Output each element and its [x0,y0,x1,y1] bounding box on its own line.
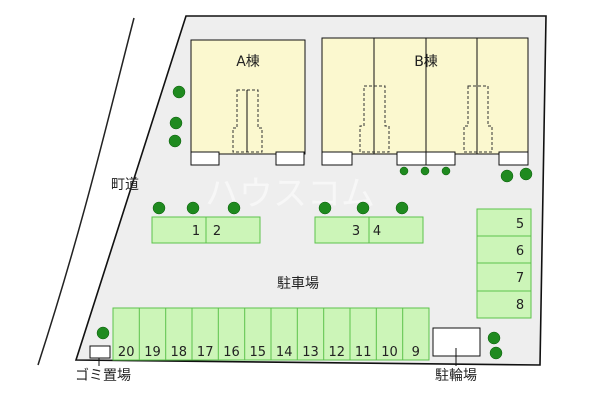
parking-space-label: 20 [118,345,135,360]
balcony [498,151,529,166]
parking-space-label: 17 [197,345,214,360]
parking-space-label: 7 [516,271,524,286]
road-edge [37,17,135,366]
garbage-area-label: ゴミ置場 [75,367,131,384]
stairwell-outline [232,89,263,153]
parking-space-label: 10 [381,345,398,360]
stairwell-outline [463,85,493,153]
tree-icon [395,201,409,215]
parking-group-top-mid: 3 4 [314,216,424,244]
building-b-label: B棟 [414,54,438,70]
trees [96,85,533,360]
tree-icon [169,116,183,130]
parking-lot-label: 駐車場 [277,275,319,292]
balcony [321,151,353,166]
parking-group-top-left: 1 2 [151,216,261,244]
tree-icon [500,169,514,183]
parking-space-label: 3 [352,224,360,239]
tree-icon [420,166,430,176]
tree-icon [186,201,200,215]
balcony [275,151,305,166]
tree-icon [96,326,110,340]
building-a-label: A棟 [236,54,260,70]
garbage-area [89,345,111,359]
tree-icon [487,331,501,345]
parking-space-label: 6 [516,244,524,259]
parking-space-label: 18 [171,345,188,360]
parking-space-label: 1 [192,224,200,239]
parking-space-label: 2 [213,224,221,239]
tree-icon [152,201,166,215]
road-label: 町道 [111,177,139,193]
parking-space-label: 9 [412,345,420,360]
tree-icon [168,134,182,148]
building-a: A棟 [190,39,306,166]
tree-icon [356,201,370,215]
parking-space-label: 14 [276,345,293,360]
parking-space-label: 12 [329,345,346,360]
bicycle-parking-label: 駐輪場 [435,367,477,384]
tree-icon [227,201,241,215]
parking-space-label: 16 [223,345,240,360]
building-b: B棟 [321,37,529,166]
parking-group-bottom: 20 19 18 17 16 15 14 13 12 11 10 9 [112,307,430,361]
parking-space-label: 8 [516,298,524,313]
stairwell-outline [359,85,390,153]
parking-space-label: 11 [355,345,372,360]
tree-icon [318,201,332,215]
tree-icon [172,85,186,99]
tree-icon [519,167,533,181]
parking-space-label: 19 [144,345,161,360]
parking-space-label: 13 [302,345,319,360]
tree-icon [399,166,409,176]
tree-icon [489,346,503,360]
parking-group-right: 5 6 7 8 [476,208,532,319]
parking-space-label: 15 [250,345,267,360]
tree-icon [441,166,451,176]
balcony [190,151,220,166]
parking-space-label: 5 [516,217,524,232]
parking-space-label: 4 [373,224,381,239]
